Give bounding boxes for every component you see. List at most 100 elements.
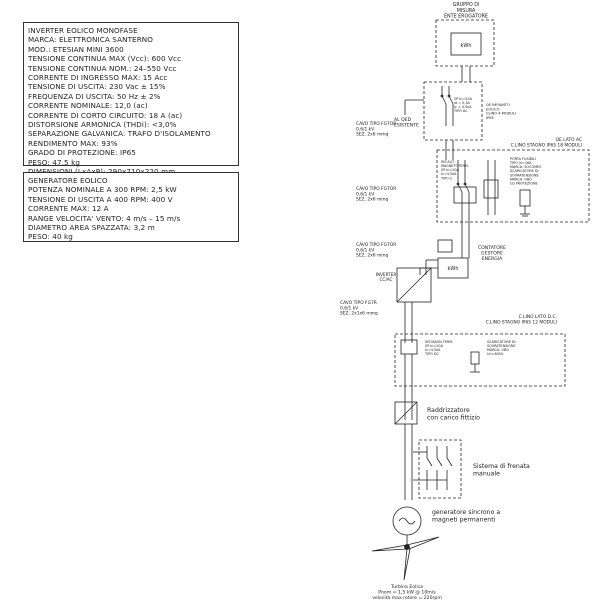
meter-group-box [435, 19, 495, 67]
turbine-label: Pnom = 1,5 kW @ 10m/s [378, 590, 436, 596]
wire [441, 95, 447, 105]
dc-right-notes: SOVRATENSIONE [487, 344, 516, 348]
inverter-spec-line: CORRENTE DI CORTO CIRCUITO: 18 A (ac) [28, 110, 183, 120]
qe-lato-ac-label: C.LINO STAGNO IP65 18 MODULI [511, 142, 582, 148]
breaker-notes: 2P In=20A [454, 97, 473, 101]
inverter-spec-line: FREQUENZA DI USCITA: 50 Hz ± 2% [28, 91, 161, 101]
inverter-spec-line: TENSIONE DI USCITA: 230 Vac ± 15% [28, 82, 166, 92]
cavo-4-label: CAVO TIPO FG7R [340, 300, 377, 306]
wire [394, 401, 418, 425]
dc-left-notes: Ic=4,5kA [425, 348, 441, 352]
qe-lato-ac-box [436, 149, 590, 223]
inverter-spec-line: GRADO DI PROTEZIONE: IP65 [28, 148, 136, 158]
inverter-spec-line: CORRENTE NOMINALE: 12,0 (ac) [28, 101, 148, 111]
kwh-label: kWh [460, 43, 471, 49]
inverter-spec-line: INVERTER EOLICO MONOFASE [28, 26, 138, 35]
wire [436, 457, 443, 467]
porta-fusibili-label: SCARICATORE DI [510, 169, 539, 173]
breaker-notes: TIPO AC [453, 109, 468, 113]
surge-arrester [519, 189, 531, 207]
cavo-3-label: SEZ. 2x6 mmq [356, 253, 388, 259]
braking-box [418, 439, 462, 499]
turbine-label: velocità max rotore = 220rpm [372, 594, 442, 600]
rectifier-label: Raddrizzatore [427, 407, 470, 414]
inverter-spec-line: TENSIONE CONTINUA MAX (Vcc): 600 Vcc [28, 54, 182, 64]
contatore-kwh-label: kWh [447, 266, 458, 272]
wiring-layer [371, 19, 590, 581]
meter-group-label: MISURA [457, 8, 476, 14]
wire [446, 457, 453, 467]
dc-left-notes: TIPO DC [424, 352, 439, 356]
cavo-1-label: SEZ. 2x6 mmq [356, 132, 388, 138]
cavo-2-label: 0,6/1 kV [356, 191, 374, 197]
cavo-1-label: 0,6/1 kV [356, 126, 374, 132]
porta-fusibili-label: PORTA FUSIBILI [510, 157, 536, 161]
cavo-1-label: CAVO TIPO FG7OR [356, 121, 396, 127]
inverter-spec-line: CORRENTE DI INGRESSO MAX: 15 Acc [28, 73, 168, 83]
cavo-3-label: CAVO TIPO FG7OR [356, 242, 396, 248]
cavo-4-label: 0,6/1 kV [340, 305, 358, 311]
fuse-holder [483, 179, 499, 199]
dc-surge-arrester [470, 351, 480, 365]
rectifier-label: con carico fittizio [427, 414, 480, 421]
generator-sine [398, 517, 416, 525]
qe-impianto-label: IP65 [486, 116, 494, 120]
breaker-contact [456, 182, 460, 186]
breaker-notes: Ic = 4,5kA [454, 105, 472, 109]
wire [448, 95, 454, 105]
inverter-spec-line: PESO: 47,5 kg [28, 157, 80, 167]
generator-label: magneti permanenti [432, 516, 496, 523]
generator-spec-line: PESO: 40 kg [28, 232, 73, 242]
cavo-3-label: 0,6/1 kV [356, 247, 374, 253]
qe-impianto-label: QE IMPIANTO [486, 103, 510, 107]
turbine-hub [404, 544, 410, 550]
qe-impianto-label: EOLICO [486, 107, 500, 111]
porta-fusibili-label: MARCA: OBO [510, 177, 532, 181]
qe-lato-dc-label: C.LINO LATO D.C. [519, 314, 557, 320]
braking-label: Sistema di frenata [473, 463, 530, 470]
dc-right-notes: SCARICATORE DI [487, 340, 516, 344]
inverter-spec-line: TENSIONE CONTINUA NOM.: 24–550 Vcc [28, 63, 177, 73]
breaker-contact [463, 182, 467, 186]
al-qed-label: AL QED [394, 117, 412, 123]
qe-impianto-label: CLINO 4 MODULI [486, 112, 516, 116]
wire [464, 183, 470, 193]
dc-left-notes: INT.MAGN.TERM. [425, 340, 453, 344]
dc-left-notes: 2P In=20A [425, 344, 444, 348]
ac-left-notes: TIPO C [440, 176, 453, 180]
wire [457, 183, 463, 193]
dc-right-notes: Un=600V [487, 352, 504, 356]
inverter-box-symbol [396, 267, 432, 303]
breaker-contact [440, 94, 444, 98]
porta-fusibili-label: MARCA: SOCOMEC [510, 165, 542, 169]
inverter-spec-line: DISTORSIONE ARMONICA (THDi): <3,0% [28, 120, 177, 130]
turbine-blade [403, 547, 411, 581]
ac-left-notes: INT.AUT. [441, 160, 455, 164]
turbine-blade [371, 544, 408, 552]
generator-label: generatore sincrono a [432, 509, 500, 516]
inverter-spec-line: MARCA: ELETTRONICA SANTERNO [28, 35, 154, 45]
porta-fusibili-label: TIPO In=16A [509, 161, 532, 165]
inverter-spec-line: SEPARAZIONE GALVANICA: TRAFO D'ISOLAMENT… [28, 129, 211, 139]
wire [426, 457, 433, 467]
qe-lato-ac-label: QE LATO AC [556, 137, 582, 143]
al-qed-label: ESISTENTE [394, 123, 419, 129]
inverter-label: CC/AC [380, 277, 393, 282]
porta-fusibili-label: Up PROTEZIONE [510, 181, 538, 185]
generator-spec-line: DIAMETRO AREA SPAZZATA: 3,2 m [28, 223, 155, 233]
contatore-label: GESTORE [481, 251, 503, 257]
ac-left-notes: 2P In=20A [441, 168, 460, 172]
cavo-2-label: SEZ. 2x6 mmq [356, 197, 388, 203]
ac-breaker-frame [453, 186, 477, 204]
braking-label: manuale [473, 470, 500, 477]
inverter-label: INVERTER [376, 272, 397, 277]
meter-kwh [450, 32, 482, 56]
wire [396, 267, 432, 303]
cavo-2-label: CAVO TIPO FG7OR [356, 186, 396, 192]
qe-lato-dc-label: C.LINO STAGNO IP65 12 MODULI [486, 319, 557, 325]
generator-spec-line: POTENZA NOMINALE A 300 RPM: 2,5 kW [28, 185, 177, 195]
inverter-spec-line: MOD.: ETESIAN MINI 3600 [28, 44, 124, 54]
contatore-label: ENERGIA [482, 256, 503, 262]
breaker-contact [447, 94, 451, 98]
